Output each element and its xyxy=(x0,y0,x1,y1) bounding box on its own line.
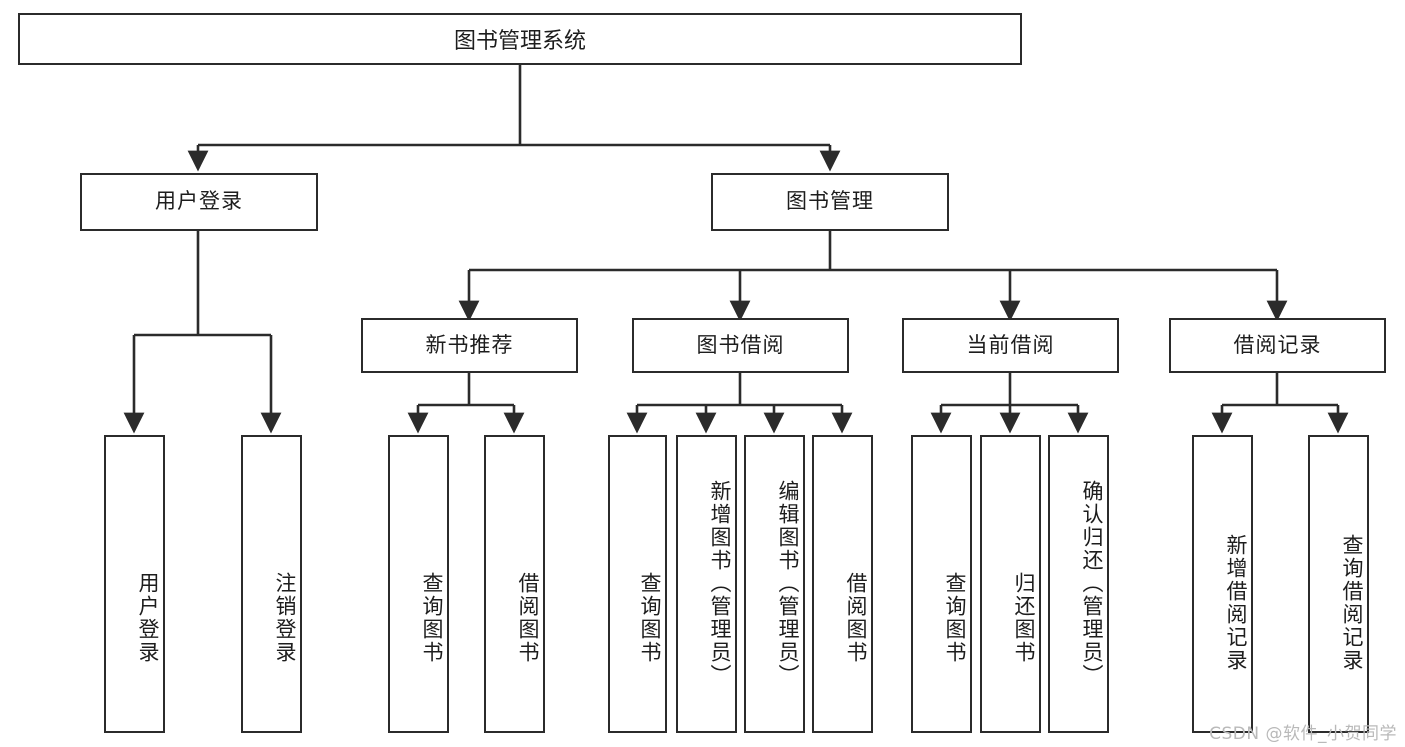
node-leaf-confirm-return-label: 确认归还（管理员） xyxy=(1080,479,1104,687)
node-user-login-label: 用户登录 xyxy=(155,189,243,214)
node-leaf-query-books-3-label: 查询图书 xyxy=(943,572,967,664)
node-leaf-borrow-books-2-label: 借阅图书 xyxy=(844,572,868,664)
node-leaf-return-books-label: 归还图书 xyxy=(1012,572,1036,664)
node-leaf-add-book-label: 新增图书（管理员） xyxy=(708,479,732,687)
node-leaf-borrow-books-2[interactable]: 借阅图书 xyxy=(812,435,873,733)
node-borrowing-records-label: 借阅记录 xyxy=(1233,332,1322,357)
node-borrowing-records[interactable]: 借阅记录 xyxy=(1169,318,1386,373)
node-leaf-query-record-label: 查询借阅记录 xyxy=(1340,534,1364,672)
node-root[interactable]: 图书管理系统 xyxy=(18,13,1022,65)
node-leaf-query-books-2[interactable]: 查询图书 xyxy=(608,435,667,733)
node-leaf-query-books-2-label: 查询图书 xyxy=(638,572,662,664)
node-leaf-user-login-label: 用户登录 xyxy=(136,572,160,664)
node-new-book-recommendation-label: 新书推荐 xyxy=(425,332,514,357)
watermark-text: CSDN @软件_小贺同学 xyxy=(1209,724,1397,744)
node-leaf-query-books-3[interactable]: 查询图书 xyxy=(911,435,972,733)
node-leaf-user-login[interactable]: 用户登录 xyxy=(104,435,165,733)
node-user-login[interactable]: 用户登录 xyxy=(80,173,318,231)
node-book-borrowing-label: 图书借阅 xyxy=(696,332,785,357)
node-leaf-return-books[interactable]: 归还图书 xyxy=(980,435,1041,733)
node-leaf-query-record[interactable]: 查询借阅记录 xyxy=(1308,435,1369,733)
node-current-borrowing[interactable]: 当前借阅 xyxy=(902,318,1119,373)
node-leaf-edit-book[interactable]: 编辑图书（管理员） xyxy=(744,435,805,733)
node-leaf-borrow-books-1[interactable]: 借阅图书 xyxy=(484,435,545,733)
node-leaf-add-book[interactable]: 新增图书（管理员） xyxy=(676,435,737,733)
node-leaf-logout-label: 注销登录 xyxy=(273,572,297,664)
node-leaf-query-books-1-label: 查询图书 xyxy=(420,572,444,664)
node-leaf-add-record[interactable]: 新增借阅记录 xyxy=(1192,435,1253,733)
node-leaf-logout[interactable]: 注销登录 xyxy=(241,435,302,733)
node-root-label: 图书管理系统 xyxy=(453,29,586,54)
node-leaf-query-books-1[interactable]: 查询图书 xyxy=(388,435,449,733)
node-leaf-confirm-return[interactable]: 确认归还（管理员） xyxy=(1048,435,1109,733)
node-book-management[interactable]: 图书管理 xyxy=(711,173,949,231)
node-leaf-add-record-label: 新增借阅记录 xyxy=(1224,534,1248,672)
node-book-management-label: 图书管理 xyxy=(786,189,874,214)
node-book-borrowing[interactable]: 图书借阅 xyxy=(632,318,849,373)
node-leaf-borrow-books-1-label: 借阅图书 xyxy=(516,572,540,664)
node-leaf-edit-book-label: 编辑图书（管理员） xyxy=(776,479,800,687)
node-current-borrowing-label: 当前借阅 xyxy=(966,332,1055,357)
node-new-book-recommendation[interactable]: 新书推荐 xyxy=(361,318,578,373)
